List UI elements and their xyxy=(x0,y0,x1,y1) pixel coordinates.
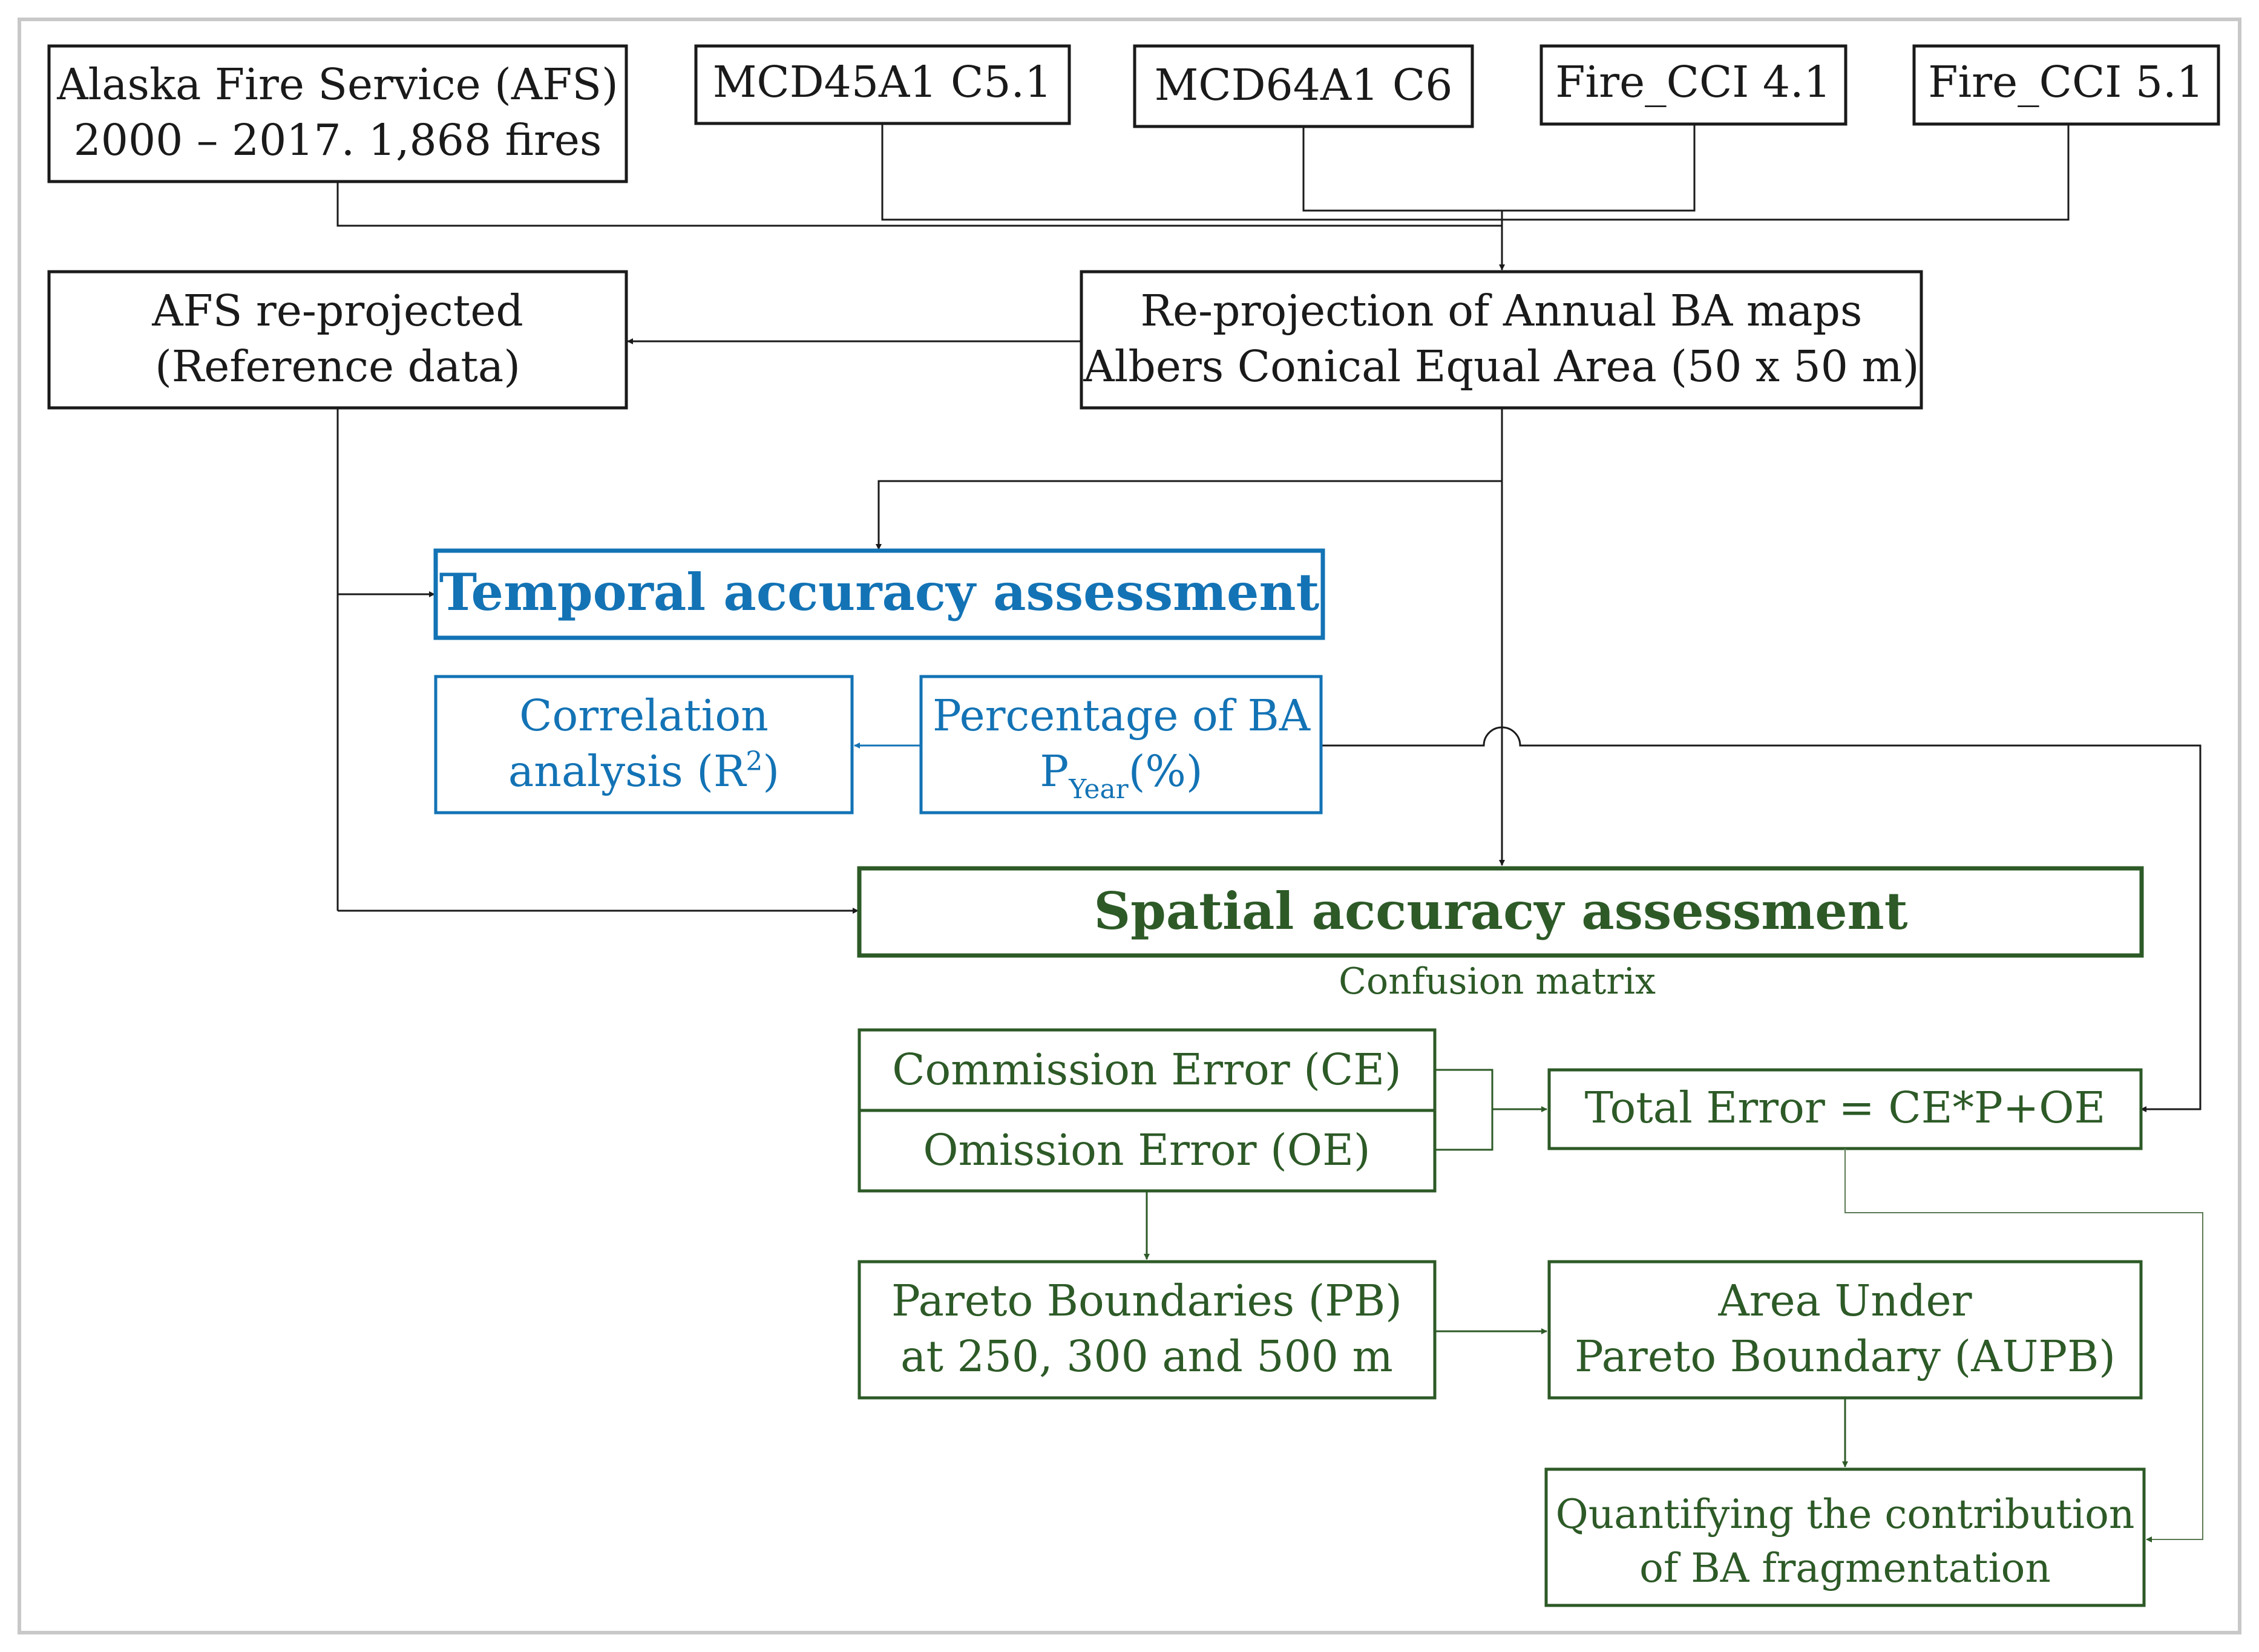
percentage-formula: PYear(%) xyxy=(1040,746,1202,805)
source-box-firecci41: Fire_CCI 4.1 xyxy=(1539,44,1848,126)
reprojection-title: Re-projection of Annual BA maps xyxy=(1141,286,1863,336)
main-connectors xyxy=(336,338,2202,1112)
omission-error-label: Omission Error (OE) xyxy=(923,1125,1370,1175)
aupb-title: Area Under xyxy=(1717,1276,1972,1326)
spatial-assessment-title: Spatial accuracy assessment xyxy=(1093,881,1907,941)
correlation-title: Correlation xyxy=(519,690,769,741)
reprojection-box: Re-projection of Annual BA maps Albers C… xyxy=(1080,270,1923,410)
temporal-assessment-title: Temporal accuracy assessment xyxy=(439,562,1320,622)
percentage-ba-box: Percentage of BA PYear(%) xyxy=(919,675,1323,815)
total-error-box: Total Error = CE*P+OE xyxy=(1547,1068,2143,1150)
pareto-distances: at 250, 300 and 500 m xyxy=(900,1331,1393,1382)
quantifying-box: Quantifying the contribution of BA fragm… xyxy=(1544,1467,2146,1607)
mcd45a1-label: MCD45A1 C5.1 xyxy=(713,57,1052,107)
afs-reprojected-title: AFS re-projected xyxy=(151,286,523,336)
correlation-analysis-box: Correlation analysis (R2) xyxy=(434,675,854,815)
source-box-afs: Alaska Fire Service (AFS) 2000 – 2017. 1… xyxy=(47,44,628,183)
commission-error-label: Commission Error (CE) xyxy=(892,1044,1402,1095)
afs-reprojected-subtitle: (Reference data) xyxy=(155,341,520,392)
correlation-suffix: ) xyxy=(762,746,779,796)
source-box-mcd64a1: MCD64A1 C6 xyxy=(1133,44,1474,128)
temporal-assessment-box: Temporal accuracy assessment xyxy=(433,548,1325,640)
omission-error-box: Omission Error (OE) xyxy=(857,1109,1437,1193)
reprojection-projection: Albers Conical Equal Area (50 x 50 m) xyxy=(1083,341,1919,392)
spatial-connectors xyxy=(1144,1069,1848,1467)
percentage-suffix: (%) xyxy=(1129,746,1203,796)
mcd64a1-label: MCD64A1 C6 xyxy=(1155,60,1453,110)
percentage-subscript: Year xyxy=(1068,774,1129,805)
source-box-firecci51: Fire_CCI 5.1 xyxy=(1912,44,2220,126)
source-connectors xyxy=(336,123,2070,270)
commission-error-box: Commission Error (CE) xyxy=(857,1028,1437,1112)
confusion-matrix-label: Confusion matrix xyxy=(1339,960,1656,1003)
pareto-boundaries-box: Pareto Boundaries (PB) at 250, 300 and 5… xyxy=(857,1260,1437,1400)
figure-frame xyxy=(18,18,2241,1634)
correlation-prefix: analysis (R xyxy=(508,746,747,796)
afs-title: Alaska Fire Service (AFS) xyxy=(56,59,618,110)
quantifying-title: Quantifying the contribution xyxy=(1556,1491,2135,1538)
aupb-box: Area Under Pareto Boundary (AUPB) xyxy=(1547,1260,2143,1400)
firecci51-label: Fire_CCI 5.1 xyxy=(1928,57,2204,107)
percentage-p: P xyxy=(1040,746,1069,796)
aupb-subtitle: Pareto Boundary (AUPB) xyxy=(1575,1331,2116,1382)
correlation-formula: analysis (R2) xyxy=(508,746,779,796)
afs-reprojected-box: AFS re-projected (Reference data) xyxy=(47,270,628,410)
quantifying-subtitle: of BA fragmentation xyxy=(1639,1545,2051,1591)
correlation-superscript: 2 xyxy=(746,746,762,777)
total-error-to-quantifying-connector xyxy=(1844,1149,2203,1542)
percentage-title: Percentage of BA xyxy=(933,690,1311,741)
pareto-title: Pareto Boundaries (PB) xyxy=(891,1276,1402,1326)
afs-period: 2000 – 2017. 1,868 fires xyxy=(74,115,602,165)
spatial-assessment-box: Spatial accuracy assessment xyxy=(857,866,2144,958)
total-error-label: Total Error = CE*P+OE xyxy=(1585,1083,2106,1133)
source-box-mcd45a1: MCD45A1 C5.1 xyxy=(694,44,1071,125)
firecci41-label: Fire_CCI 4.1 xyxy=(1555,57,1831,107)
